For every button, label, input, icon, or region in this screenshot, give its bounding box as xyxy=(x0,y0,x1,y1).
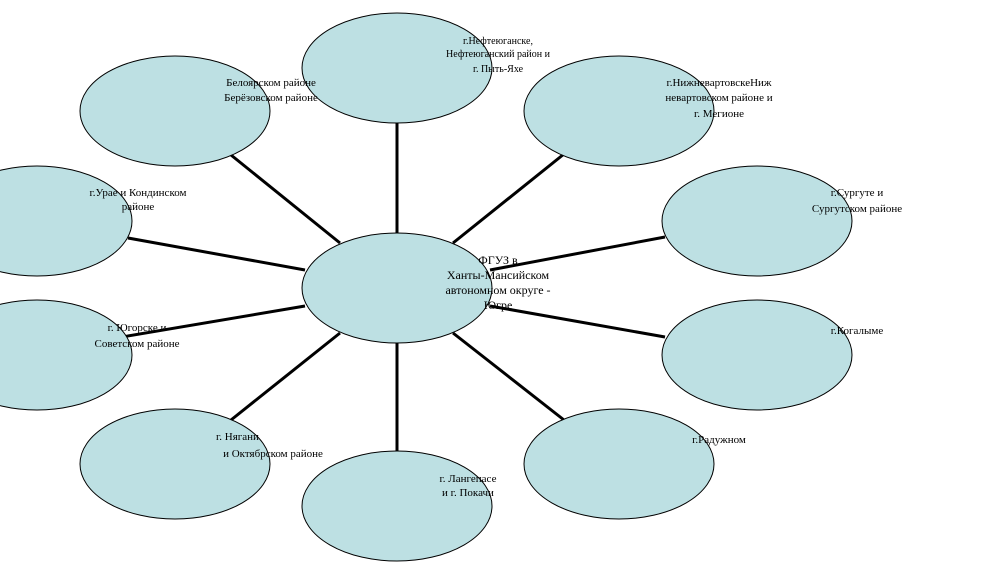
node-surgut xyxy=(661,165,853,277)
label-nefteyugansk: г.Нефтеюганске, Нефтеюганский район и г.… xyxy=(446,36,550,75)
node-center xyxy=(301,232,493,344)
label-langepas: г. Лангепасе и г. Покачи xyxy=(439,473,497,499)
connector-yugorsk xyxy=(121,304,306,339)
label-kogalym: г.Когалыме xyxy=(830,325,884,337)
node-kogalym xyxy=(661,299,853,411)
node-nefteyugansk xyxy=(301,12,493,124)
connector-nizhnevartovsk xyxy=(452,152,565,245)
node-nizhnevartovsk xyxy=(523,55,715,167)
label-surgut: г.Сургуте и Сургутском районе xyxy=(811,187,903,215)
connector-uray xyxy=(127,236,306,272)
connector-group xyxy=(121,122,666,453)
label-nyagan: г. Нягани и Октябрском районе xyxy=(216,431,323,460)
label-beloyarsky: Белоярском районе Берёзовском районе xyxy=(224,77,318,104)
connector-raduzhny xyxy=(452,331,565,422)
node-yugorsk xyxy=(0,299,133,411)
label-uray: г.Урае и Кондинском районе xyxy=(89,187,187,213)
label-nizhnevartovsk: г.НижневартовскеНиж невартовском районе … xyxy=(665,77,773,120)
label-yugorsk: г. Югорске и Советском районе xyxy=(94,322,180,350)
node-beloyarsky xyxy=(79,55,271,167)
center-label: ФГУЗ в Ханты-Мансийском автономном округ… xyxy=(445,253,551,312)
connector-surgut xyxy=(489,235,666,272)
label-raduzhny: г.Радужном xyxy=(692,434,746,446)
connector-kogalym xyxy=(489,304,666,339)
node-uray xyxy=(0,165,133,277)
connector-nyagan xyxy=(230,331,341,422)
node-langepas xyxy=(301,450,493,562)
connector-beloyarsky xyxy=(230,153,341,245)
node-raduzhny xyxy=(523,408,715,520)
node-nyagan xyxy=(79,408,271,520)
